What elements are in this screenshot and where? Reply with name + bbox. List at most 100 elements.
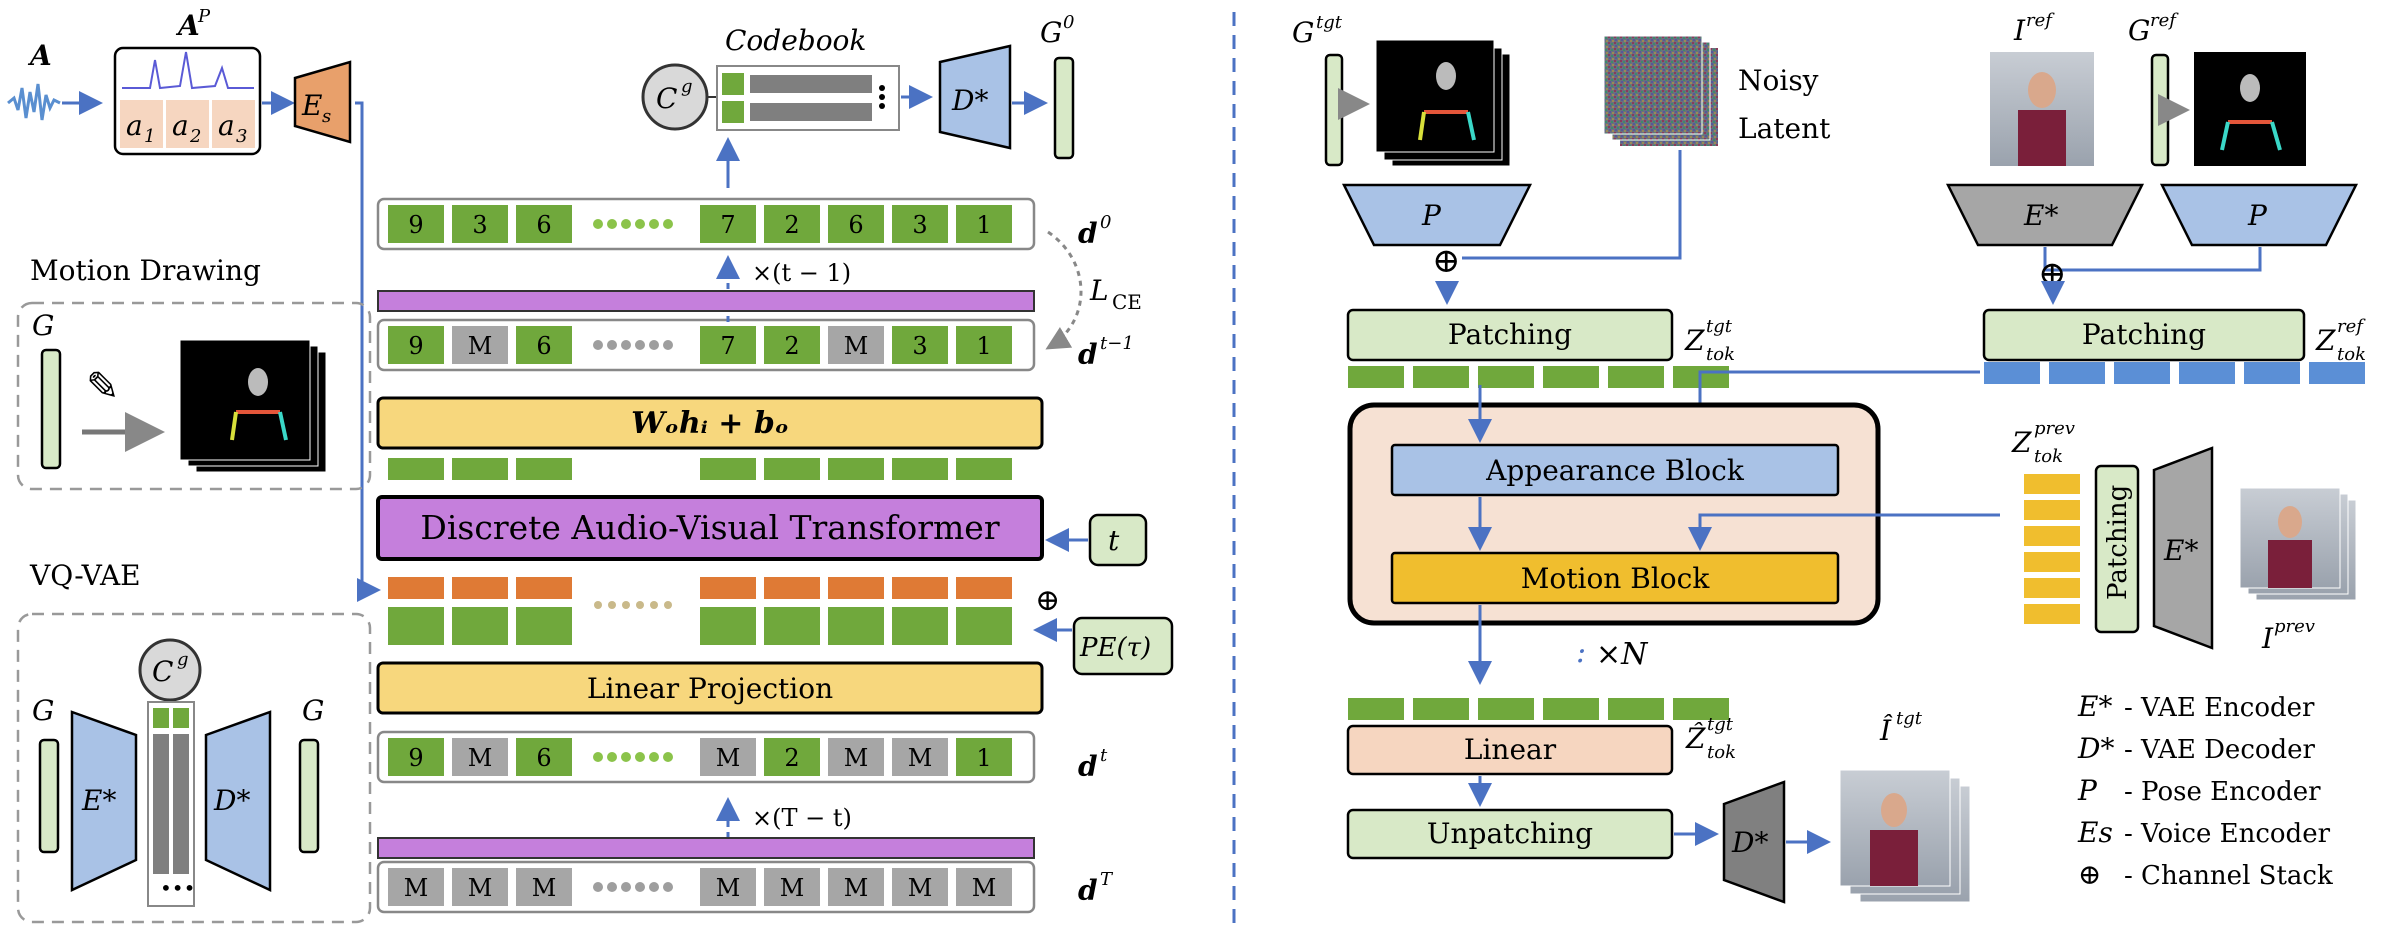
token-label: M [716, 744, 741, 772]
gtgt-sup: tgt [1316, 12, 1343, 33]
z-tgt-label: Z [1684, 324, 1705, 357]
iter-label-top: ×(t − 1) [752, 259, 851, 287]
dT-label: d [1078, 874, 1098, 907]
reference-pose: G ref [2128, 10, 2306, 167]
latent-token [2024, 578, 2080, 598]
token [700, 326, 756, 364]
ihat-sup: tgt [1896, 708, 1923, 729]
token-embedding [700, 607, 756, 645]
decoder-label: D* [951, 84, 988, 117]
token [388, 868, 444, 906]
pose-encoder-left [1341, 183, 1533, 247]
ellipsis-dot [622, 601, 630, 609]
pe-input-box [1072, 616, 1174, 676]
legend-symbol: D* [2077, 732, 2114, 765]
token-label: 6 [536, 211, 551, 239]
token [892, 326, 948, 364]
linear-projection-label: Linear Projection [587, 672, 833, 705]
token-label: M [780, 874, 805, 902]
token [828, 326, 884, 364]
token-embedding [956, 607, 1012, 645]
legend-text: - VAE Encoder [2124, 693, 2315, 723]
reference-image: I ref [1990, 10, 2094, 166]
ellipsis-dot [593, 340, 603, 350]
legend-text: - VAE Decoder [2124, 735, 2316, 765]
token-label: M [468, 332, 493, 360]
audio-embedding [892, 577, 948, 599]
segment-a2: a [172, 109, 189, 142]
token [516, 205, 572, 243]
latent-token [2114, 362, 2170, 384]
appearance-block [1390, 443, 1840, 497]
ellipsis-dot [663, 752, 673, 762]
z-ref-label: Z [2315, 324, 2336, 357]
codebook-symbol: C [656, 82, 677, 115]
token-label: M [908, 744, 933, 772]
ellipsis-dot [663, 882, 673, 892]
token-label: M [908, 874, 933, 902]
legend-symbol: E* [2077, 690, 2112, 723]
token-label: 2 [784, 332, 799, 360]
token-embedding [516, 607, 572, 645]
vqvae-title: VQ-VAE [29, 559, 141, 592]
vqvae: VQ-VAE G E* C g ••• D* G [16, 559, 372, 924]
transformer-box [376, 495, 1044, 561]
vae-encoder-prev [2152, 446, 2214, 650]
vq-encoder-label: E* [81, 784, 116, 817]
target-tokens [1348, 366, 1729, 388]
token-embedding [388, 607, 444, 645]
audio-feature-sup: P [197, 6, 211, 27]
output-layer-label: Wₒhᵢ + bₒ [631, 406, 789, 441]
token-label: 3 [472, 211, 487, 239]
pose-encoder-right-label: P [2247, 199, 2268, 232]
token-label: 1 [976, 211, 991, 239]
legend-symbol: P [2077, 774, 2098, 807]
time-input-box [1088, 513, 1148, 567]
transformer-label: Discrete Audio-Visual Transformer [420, 508, 999, 547]
ellipsis-dot [607, 752, 617, 762]
vq-g-right: G [302, 694, 324, 727]
ellipsis-dot [650, 601, 658, 609]
ellipsis-dot [663, 219, 673, 229]
z-prev-label: Z [2011, 426, 2032, 459]
output-frames [1839, 769, 1971, 903]
appearance-block-label: Appearance Block [1485, 454, 1745, 487]
ellipsis-dot [621, 340, 631, 350]
segment-a1-sub: 1 [144, 126, 155, 147]
token-label: 2 [784, 744, 799, 772]
latent-token [2024, 474, 2080, 494]
motion-block-label: Motion Block [1521, 562, 1711, 595]
token-label: 6 [848, 211, 863, 239]
audio-embedding [764, 577, 820, 599]
ellipsis-dot [608, 601, 616, 609]
token [452, 326, 508, 364]
latent-token [1478, 698, 1534, 720]
latent-token [2309, 362, 2365, 384]
waveform-icon [7, 83, 61, 121]
vq-codebook-label: C [152, 655, 173, 688]
token [956, 205, 1012, 243]
z-ref-sub: tok [2337, 344, 2366, 365]
ellipsis-dot [621, 219, 631, 229]
latent-token [2024, 604, 2080, 624]
decoder-trap [938, 44, 1012, 150]
token-label: M [844, 744, 869, 772]
vq-ellipsis: ••• [160, 876, 195, 900]
linear-label: Linear [1464, 733, 1557, 766]
token [452, 205, 508, 243]
patching-left-label: Patching [1448, 318, 1572, 351]
linear-box [1346, 724, 1674, 776]
token-embedding [892, 607, 948, 645]
segment-a1: a [126, 109, 143, 142]
legend-symbol: Es [2077, 816, 2113, 849]
ellipsis-dot [649, 340, 659, 350]
audio-input: A [7, 39, 103, 121]
ce-loss: L CE [1045, 230, 1142, 350]
unpatching-label: Unpatching [1427, 817, 1593, 850]
z-prev-sub: tok [2034, 446, 2063, 467]
codebook-symbol-sup: g [681, 76, 693, 97]
channel-stack-plus: ⊕ [1035, 583, 1060, 618]
token-label: 6 [536, 744, 551, 772]
